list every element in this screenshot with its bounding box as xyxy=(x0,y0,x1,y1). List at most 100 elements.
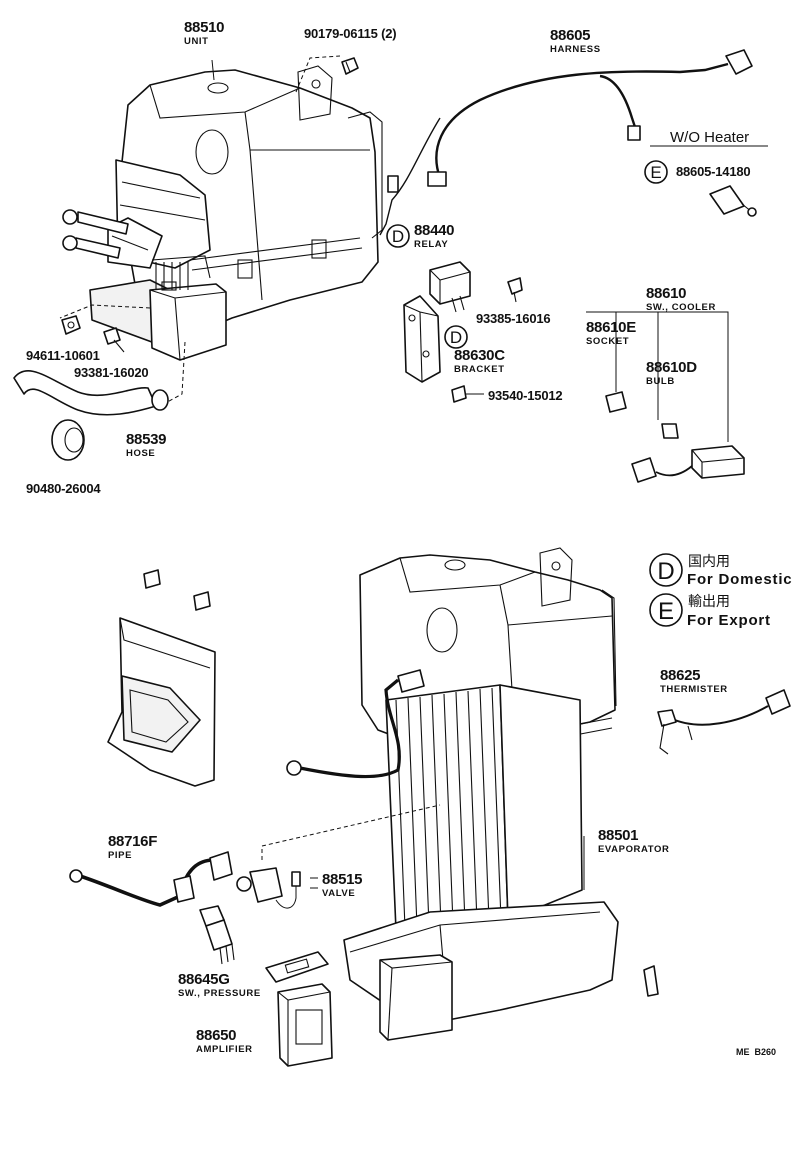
callout-88610d: 88610D BULB xyxy=(646,359,698,387)
callout-88610: 88610 SW., COOLER xyxy=(646,285,716,313)
svg-text:D: D xyxy=(450,328,462,347)
grommet-90480 xyxy=(51,419,85,461)
leader-washer-94611 xyxy=(59,304,151,319)
amplifier-88650 xyxy=(277,983,333,1067)
svg-text:BULB: BULB xyxy=(646,376,675,387)
bolt-93385 xyxy=(507,277,523,303)
callout-88605: 88605 HARNESS xyxy=(550,27,601,55)
svg-text:88716F: 88716F xyxy=(108,833,157,850)
svg-text:SW., COOLER: SW., COOLER xyxy=(646,302,716,313)
leader-unit xyxy=(211,59,215,81)
svg-text:For Export: For Export xyxy=(687,612,771,629)
pipe-88716f xyxy=(69,851,233,907)
legend-domestic: D 国内用 For Domestic xyxy=(649,553,792,588)
clip-right xyxy=(193,591,211,611)
svg-text:93381-16020: 93381-16020 xyxy=(74,365,148,380)
clip-bracket xyxy=(643,965,659,997)
svg-text:国内用: 国内用 xyxy=(688,554,730,570)
pressure-switch-88645g xyxy=(199,905,235,965)
callout-88610e: 88610E SOCKET xyxy=(586,319,637,347)
svg-text:88539: 88539 xyxy=(126,431,166,448)
svg-text:HARNESS: HARNESS xyxy=(550,44,601,55)
svg-text:PIPE: PIPE xyxy=(108,850,132,861)
callout-88625: 88625 THERMISTER xyxy=(660,667,727,695)
marker-d-88630c: D xyxy=(444,325,468,349)
svg-text:93385-16016: 93385-16016 xyxy=(476,311,550,326)
svg-text:88501: 88501 xyxy=(598,827,638,844)
callout-88645g: 88645G SW., PRESSURE xyxy=(178,971,261,999)
svg-text:D: D xyxy=(392,227,404,246)
marker-d-88440: D xyxy=(386,224,410,248)
callout-88630c: 88630C BRACKET xyxy=(454,347,506,375)
svg-text:88610: 88610 xyxy=(646,285,686,302)
callout-88650: 88650 AMPLIFIER xyxy=(196,1027,253,1055)
callout-88716f: 88716F PIPE xyxy=(108,833,158,861)
thermister-88625 xyxy=(657,689,791,755)
svg-text:90179-06115 (2): 90179-06115 (2) xyxy=(304,26,396,41)
callout-93385-16016: 93385-16016 xyxy=(476,311,551,326)
svg-text:88630C: 88630C xyxy=(454,347,505,364)
svg-text:88610D: 88610D xyxy=(646,359,697,376)
svg-text:93540-15012: 93540-15012 xyxy=(488,388,562,403)
svg-text:EVAPORATOR: EVAPORATOR xyxy=(598,844,669,855)
svg-text:88515: 88515 xyxy=(322,871,362,888)
amplifier-bracket xyxy=(265,951,329,983)
callout-90179-06115: 90179-06115 (2) xyxy=(304,26,397,41)
callout-88501: 88501 EVAPORATOR xyxy=(598,827,669,855)
svg-text:VALVE: VALVE xyxy=(322,888,355,899)
callout-94611-10601: 94611-10601 xyxy=(26,348,100,363)
svg-text:AMPLIFIER: AMPLIFIER xyxy=(196,1044,253,1055)
callout-88605-14180: 88605-14180 xyxy=(676,164,751,179)
washer-94611 xyxy=(61,315,81,335)
callout-88539: 88539 HOSE xyxy=(126,431,167,459)
svg-text:88610E: 88610E xyxy=(586,319,636,336)
w-o-heater-note: W/O Heater xyxy=(670,129,749,146)
legend-export: E 輸出用 For Export xyxy=(649,593,771,629)
wire-harness xyxy=(379,49,753,236)
callout-90480-26004: 90480-26004 xyxy=(26,481,102,496)
evaporator-core xyxy=(385,684,583,931)
callout-93540-15012: 93540-15012 xyxy=(488,388,563,403)
drain-pan xyxy=(343,901,619,1041)
svg-text:88440: 88440 xyxy=(414,222,454,239)
leader-hose-joint xyxy=(159,341,186,407)
svg-text:SOCKET: SOCKET xyxy=(586,336,629,347)
diagram-code: ME B260 xyxy=(736,1047,776,1057)
svg-text:94611-10601: 94611-10601 xyxy=(26,348,100,363)
switch-88605-14180 xyxy=(709,185,757,217)
cooling-unit-housing xyxy=(62,65,383,361)
screw-90179 xyxy=(341,57,359,75)
hose-88539 xyxy=(13,370,169,416)
duct-cover xyxy=(107,617,216,787)
svg-text:88510: 88510 xyxy=(184,19,224,36)
relay-88440 xyxy=(429,261,471,313)
svg-text:SW., PRESSURE: SW., PRESSURE xyxy=(178,988,261,999)
svg-text:88645G: 88645G xyxy=(178,971,230,988)
marker-e-88605-14180: E xyxy=(644,160,668,184)
svg-text:90480-26004: 90480-26004 xyxy=(26,481,101,496)
svg-text:88650: 88650 xyxy=(196,1027,236,1044)
expansion-valve-88515 xyxy=(236,867,301,909)
svg-text:88605-14180: 88605-14180 xyxy=(676,164,750,179)
bolt-93381 xyxy=(103,327,125,353)
callout-88515: 88515 VALVE xyxy=(322,871,363,899)
bracket-88630c xyxy=(403,295,441,383)
callout-88510: 88510 UNIT xyxy=(184,19,225,47)
screw-93540 xyxy=(451,385,484,403)
svg-text:88605: 88605 xyxy=(550,27,590,44)
svg-text:For Domestic: For Domestic xyxy=(687,571,792,588)
leader-screw-90179 xyxy=(295,55,341,93)
svg-text:UNIT: UNIT xyxy=(184,36,209,47)
clip-left xyxy=(143,569,161,589)
svg-text:RELAY: RELAY xyxy=(414,239,448,250)
leader-valve-link xyxy=(261,804,441,860)
svg-text:HOSE: HOSE xyxy=(126,448,155,459)
leader-valve xyxy=(310,877,318,889)
svg-text:輸出用: 輸出用 xyxy=(688,594,730,610)
svg-text:D: D xyxy=(657,558,674,585)
callout-93381-16020: 93381-16020 xyxy=(74,365,149,380)
svg-text:E: E xyxy=(650,163,661,182)
callout-88440: 88440 RELAY xyxy=(414,222,455,250)
svg-text:BRACKET: BRACKET xyxy=(454,364,505,375)
